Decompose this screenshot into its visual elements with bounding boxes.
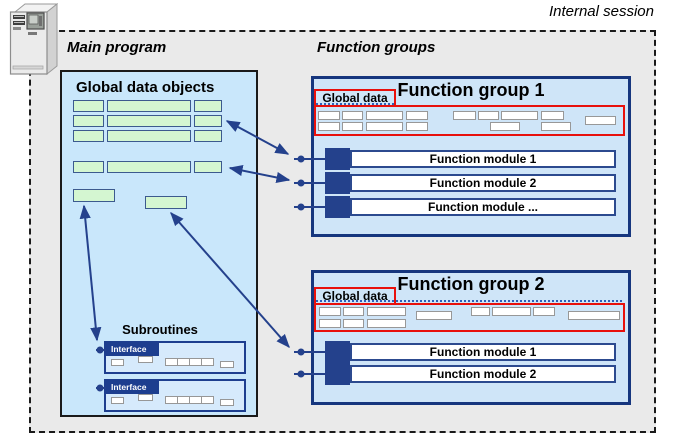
interface-tab: Interface (106, 381, 159, 394)
function-groups-label: Function groups (317, 39, 436, 56)
interface-tab: Interface (106, 343, 159, 356)
global-data-objects-title: Global data objects (76, 79, 215, 96)
global-data-dotted-line (316, 103, 394, 105)
interface-cell (201, 396, 214, 404)
data-object-cell (107, 161, 191, 173)
main-program-label: Main program (67, 39, 167, 56)
server-icon (9, 2, 58, 76)
global-data-cell (541, 111, 564, 120)
interface-cell (111, 397, 124, 404)
function-group-2-box: Function group 2 Global data Function mo… (311, 270, 631, 405)
global-data-dotted-line (316, 300, 622, 302)
global-data-cell (453, 111, 476, 120)
module-connector-square (325, 341, 350, 363)
global-data-cell (366, 111, 403, 120)
function-module-bar: Function module 2 (350, 365, 616, 383)
function-module-bar: Function module 2 (350, 174, 616, 192)
module-connector-square (325, 172, 350, 194)
data-object-cell (73, 189, 115, 202)
interface-cell (201, 358, 214, 366)
global-data-area (314, 105, 625, 136)
data-object-cell (73, 161, 104, 173)
global-data-cell (366, 122, 403, 131)
global-data-cell (471, 307, 490, 316)
interface-cell (138, 394, 153, 401)
data-object-cell (194, 161, 222, 173)
global-data-cell (367, 307, 406, 316)
global-data-cell (342, 111, 363, 120)
function-group-2-title: Function group 2 (397, 274, 545, 294)
subroutine-interface-box: Interface (104, 379, 246, 412)
function-group-1-title: Function group 1 (397, 80, 545, 100)
global-data-cell (533, 307, 555, 316)
global-data-cell (342, 122, 363, 131)
data-object-cell (107, 100, 191, 112)
global-data-cell (319, 319, 341, 328)
global-data-cell (585, 116, 616, 125)
global-data-cell (343, 319, 364, 328)
global-data-cell (406, 111, 428, 120)
global-data-cell (568, 311, 620, 320)
global-data-area (314, 303, 625, 332)
interface-cell (220, 399, 234, 406)
global-data-cell (318, 122, 340, 131)
global-data-cell (367, 319, 406, 328)
module-connector-square (325, 148, 350, 170)
global-data-cell (416, 311, 452, 320)
global-data-cell (541, 122, 571, 131)
global-data-cell (406, 122, 428, 131)
function-module-bar: Function module 1 (350, 150, 616, 168)
data-object-cell (107, 130, 191, 142)
function-module-bar: Function module ... (350, 198, 616, 216)
data-object-cell (145, 196, 187, 209)
data-object-cell (73, 115, 104, 127)
module-connector-square (325, 196, 350, 218)
data-object-cell (194, 115, 222, 127)
interface-cell (138, 356, 153, 363)
global-data-cell (318, 111, 340, 120)
global-data-tab: Global data (314, 89, 396, 105)
subroutine-interface-box: Interface (104, 341, 246, 374)
function-module-bar: Function module 1 (350, 343, 616, 361)
interface-cell (220, 361, 234, 368)
data-object-cell (194, 130, 222, 142)
data-object-cell (107, 115, 191, 127)
global-data-cell (492, 307, 531, 316)
data-object-cell (194, 100, 222, 112)
global-data-cell (490, 122, 520, 131)
internal-session-label: Internal session (548, 3, 654, 20)
global-data-cell (501, 111, 538, 120)
data-object-cell (73, 100, 104, 112)
interface-cell (111, 359, 124, 366)
subroutines-title: Subroutines (122, 322, 198, 337)
global-data-cell (478, 111, 499, 120)
global-data-tab: Global data (314, 287, 396, 303)
global-data-cell (319, 307, 341, 316)
data-object-cell (73, 130, 104, 142)
function-group-1-box: Function group 1 Global data Function mo… (311, 76, 631, 237)
module-connector-square (325, 363, 350, 385)
global-data-cell (343, 307, 364, 316)
